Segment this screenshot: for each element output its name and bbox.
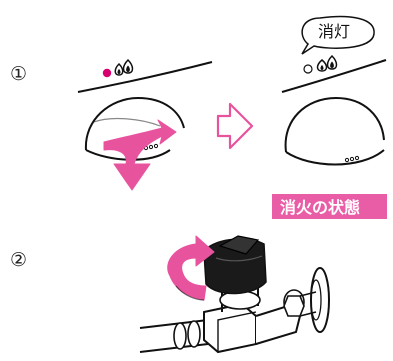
gas-valve bbox=[139, 267, 330, 354]
valve-knob-icon bbox=[203, 235, 267, 295]
stove-panel-before bbox=[77, 58, 213, 191]
curved-arrow-down-icon bbox=[103, 119, 177, 191]
flame-icon bbox=[316, 59, 328, 72]
rotate-arrow-icon bbox=[167, 235, 215, 301]
stove-panel-after: 消灯 bbox=[281, 15, 387, 166]
bubble-label: 消灯 bbox=[318, 22, 350, 41]
arrow-right-icon bbox=[216, 102, 254, 150]
state-badge-label: 消火の状態 bbox=[280, 198, 360, 217]
step-1-number: ① bbox=[10, 63, 27, 85]
flame-icon bbox=[122, 58, 134, 74]
indicator-lamp-off bbox=[303, 64, 313, 74]
step-2-number: ② bbox=[10, 249, 27, 271]
flame-icon bbox=[326, 54, 338, 70]
state-badge: 消火の状態 bbox=[272, 194, 387, 219]
flame-icon bbox=[114, 62, 124, 76]
knob-dome bbox=[284, 96, 385, 166]
speech-bubble: 消灯 bbox=[301, 15, 375, 55]
indicator-lamp-on bbox=[102, 68, 112, 78]
